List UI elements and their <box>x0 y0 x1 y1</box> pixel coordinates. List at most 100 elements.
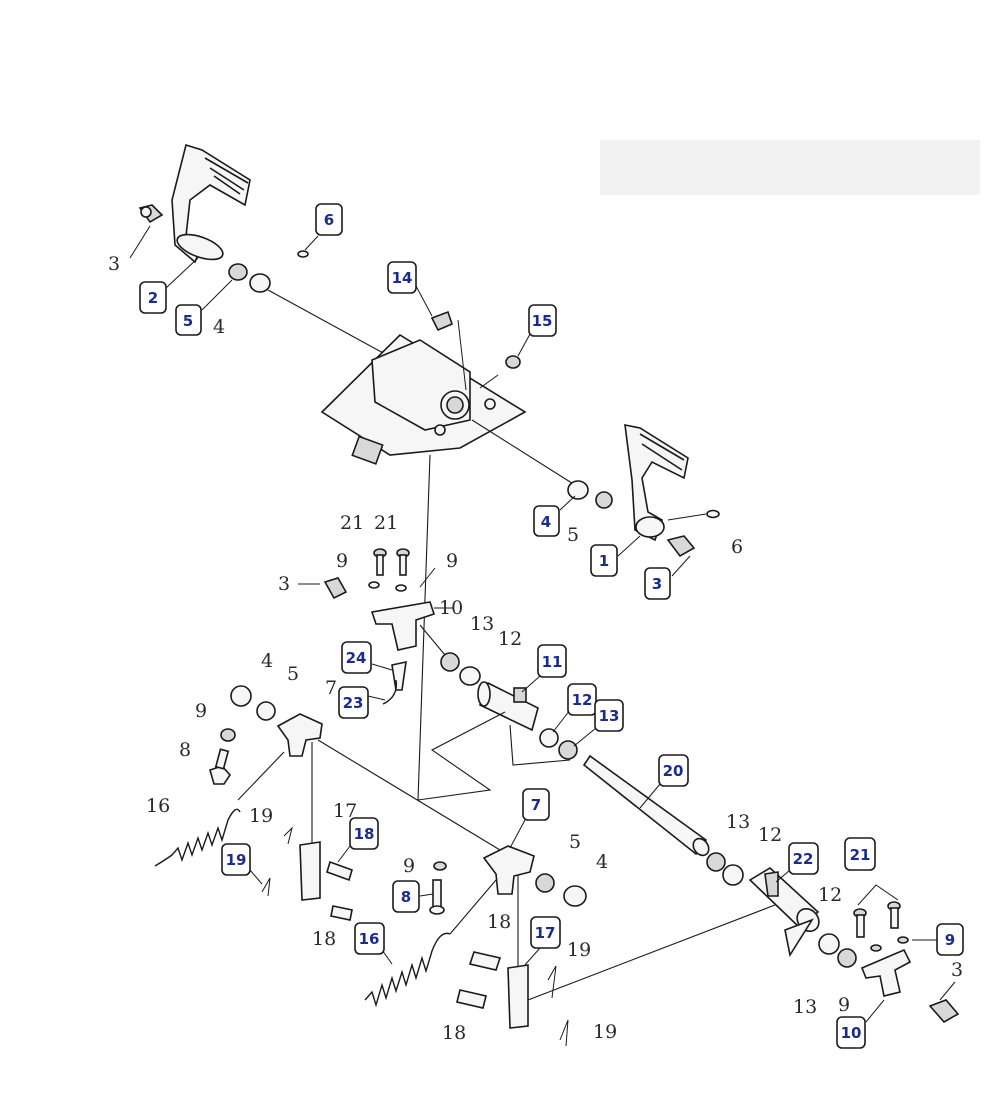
callout-5-top-text: 5 <box>183 312 193 330</box>
washer-9-b <box>395 584 407 592</box>
callout-5-top[interactable]: 5 <box>175 304 202 336</box>
callout-21[interactable]: 21 <box>844 837 876 871</box>
label-12-right-a: 12 <box>758 824 782 846</box>
bushing-13-r2 <box>837 948 857 968</box>
bushing-12-11 <box>539 728 559 748</box>
callout-3-right-text: 3 <box>652 575 662 593</box>
callout-22-text: 22 <box>793 850 814 868</box>
bushing-5-left <box>256 701 276 721</box>
bolt-8-left <box>209 748 232 785</box>
label-18-left: 18 <box>312 928 336 950</box>
label-19-bottom: 19 <box>593 1021 617 1043</box>
label-21-b: 21 <box>374 512 398 534</box>
callout-18-text: 18 <box>354 825 375 843</box>
cotter-19-bottom <box>559 1019 569 1047</box>
callout-10[interactable]: 10 <box>836 1016 866 1049</box>
grease-fitting-right <box>666 535 696 558</box>
label-18-center-b: 18 <box>442 1022 466 1044</box>
callout-13[interactable]: 13 <box>594 699 624 732</box>
bushing-4-left <box>230 685 252 707</box>
clip-24 <box>391 660 407 691</box>
label-4-top: 4 <box>213 316 225 338</box>
callout-8-text: 8 <box>401 888 411 906</box>
callout-19[interactable]: 19 <box>221 843 251 876</box>
callout-24[interactable]: 24 <box>341 641 372 674</box>
label-5-left: 5 <box>287 663 299 685</box>
callout-7[interactable]: 7 <box>522 788 550 821</box>
callout-23[interactable]: 23 <box>338 686 369 719</box>
pin-18-left-a <box>326 860 353 882</box>
washer-9-center <box>433 861 447 871</box>
callout-10-text: 10 <box>841 1024 862 1042</box>
lever-bracket-10-upper <box>370 601 436 651</box>
callout-23-text: 23 <box>343 694 364 712</box>
bushing-4-center <box>563 885 587 907</box>
pin-18-left-b <box>330 905 353 921</box>
cotter-19-left-b <box>261 877 271 897</box>
label-7-left: 7 <box>325 677 337 699</box>
label-12-mid: 12 <box>498 628 522 650</box>
left-brake-pedal <box>171 143 251 264</box>
bolt-21-right-b <box>887 901 901 929</box>
callout-6[interactable]: 6 <box>315 203 343 236</box>
pin-18-center-b <box>456 989 487 1009</box>
washer-9-a <box>368 581 380 589</box>
callout-7-text: 7 <box>531 796 541 814</box>
bushing-13-r1 <box>706 852 726 872</box>
callout-9[interactable]: 9 <box>936 923 964 956</box>
label-9-a: 9 <box>336 550 348 572</box>
label-10-mid: 10 <box>439 597 463 619</box>
spring-16-left <box>154 808 241 867</box>
label-9-b: 9 <box>446 550 458 572</box>
bolt-14 <box>430 310 453 332</box>
callout-4-right[interactable]: 4 <box>533 505 560 537</box>
label-17-left: 17 <box>333 800 357 822</box>
callout-17[interactable]: 17 <box>530 916 561 949</box>
callout-2[interactable]: 2 <box>139 281 167 314</box>
bushing-5-center <box>535 873 555 893</box>
bushing-5-top <box>228 263 248 281</box>
label-16-left: 16 <box>146 795 170 817</box>
callout-6-text: 6 <box>324 211 334 229</box>
label-4-center: 4 <box>596 851 608 873</box>
bolt-8-center <box>429 879 445 915</box>
callout-1[interactable]: 1 <box>590 544 618 577</box>
callout-20[interactable]: 20 <box>658 754 689 787</box>
callout-3-right[interactable]: 3 <box>644 567 671 600</box>
cotter-19-left-a <box>283 826 293 845</box>
callout-11-text: 11 <box>542 653 563 671</box>
callout-16[interactable]: 16 <box>354 922 385 955</box>
callout-8[interactable]: 8 <box>392 880 420 913</box>
label-13-mid: 13 <box>470 613 494 635</box>
callout-17-text: 17 <box>535 924 556 942</box>
bracket-10-right <box>860 948 912 997</box>
callout-15-text: 15 <box>532 312 553 330</box>
callout-18[interactable]: 18 <box>349 817 379 850</box>
bushing-12-r2 <box>818 933 840 955</box>
bushing-13-11 <box>558 740 578 760</box>
spring-16-center <box>364 932 451 1008</box>
callout-22[interactable]: 22 <box>788 842 819 875</box>
lever-7-center <box>482 845 535 895</box>
long-shaft-20 <box>582 754 710 857</box>
label-6-right: 6 <box>731 536 743 558</box>
pin-6-right <box>706 509 720 519</box>
label-19-center: 19 <box>567 939 591 961</box>
callout-24-text: 24 <box>346 649 367 667</box>
lever-arm-17-left <box>299 841 321 901</box>
pin-6-top <box>297 250 309 258</box>
label-8-left: 8 <box>179 739 191 761</box>
bushing-12-r1 <box>722 864 744 886</box>
callout-14[interactable]: 14 <box>387 261 417 294</box>
callout-21-text: 21 <box>850 846 871 864</box>
callout-11[interactable]: 11 <box>537 644 567 678</box>
washer-9-r-a <box>870 944 882 952</box>
bolt-21-right-a <box>853 908 867 938</box>
cotter-19-center <box>547 965 557 999</box>
bushing-12-mid <box>459 666 481 686</box>
right-brake-pedal <box>624 423 689 542</box>
callout-13-text: 13 <box>599 707 620 725</box>
label-9-left: 9 <box>195 700 207 722</box>
callout-12[interactable]: 12 <box>567 683 597 716</box>
callout-15[interactable]: 15 <box>528 304 557 337</box>
